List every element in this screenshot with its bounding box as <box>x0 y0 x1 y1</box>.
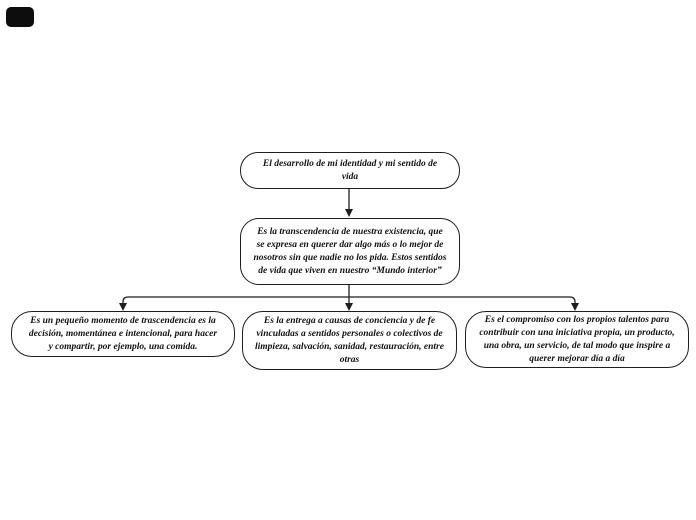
node-child-3-label: Es el compromiso con los propios talento… <box>479 314 675 364</box>
node-summary-label: Es la transcendencia de nuestra existenc… <box>253 226 447 276</box>
branch-bar <box>122 296 576 304</box>
arrowhead-child-2 <box>345 303 353 311</box>
node-child-1-label: Es un pequeño momento de trascendencia e… <box>28 315 218 352</box>
node-summary[interactable]: Es la transcendencia de nuestra existenc… <box>240 218 460 285</box>
node-child-3[interactable]: Es el compromiso con los propios talento… <box>465 311 689 368</box>
node-root[interactable]: El desarrollo de mi identidad y mi senti… <box>240 152 460 189</box>
arrowhead-child-1 <box>119 303 127 311</box>
node-root-label: El desarrollo de mi identidad y mi senti… <box>262 158 438 182</box>
node-child-2-label: Es la entrega a causas de conciencia y d… <box>255 315 444 365</box>
node-child-2[interactable]: Es la entrega a causas de conciencia y d… <box>242 311 457 370</box>
corner-mark <box>6 7 34 27</box>
arrowhead-child-3 <box>571 303 579 311</box>
arrowhead-summary <box>345 209 353 217</box>
node-child-1[interactable]: Es un pequeño momento de trascendencia e… <box>11 311 235 357</box>
